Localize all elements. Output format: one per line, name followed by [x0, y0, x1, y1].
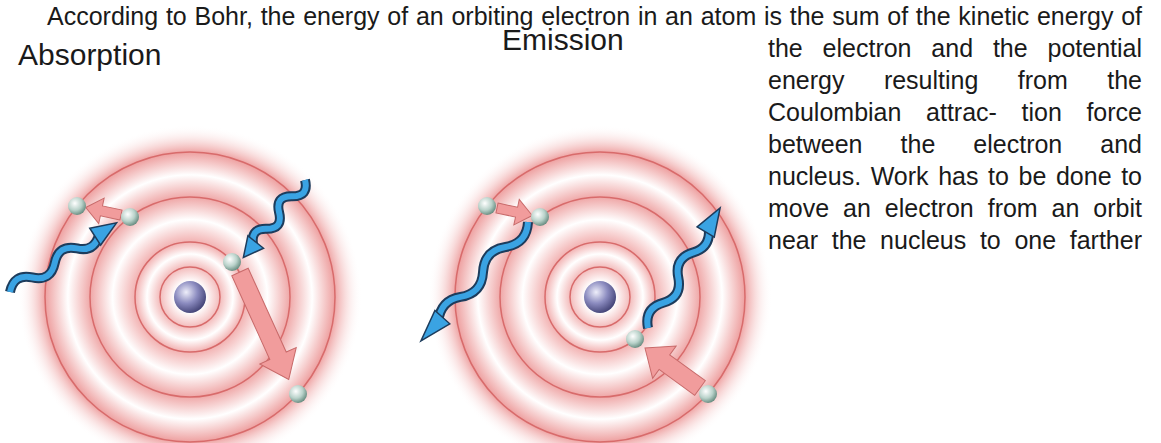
wrap-spacer — [47, 32, 768, 443]
text-block: According to Bohr, the energy of an orbi… — [47, 0, 1142, 443]
absorption-atom — [5, 125, 362, 443]
body-text: According to Bohr, the energy of an orbi… — [47, 2, 1142, 254]
emission-atom — [414, 125, 772, 443]
panel-title: Absorption — [18, 37, 161, 73]
